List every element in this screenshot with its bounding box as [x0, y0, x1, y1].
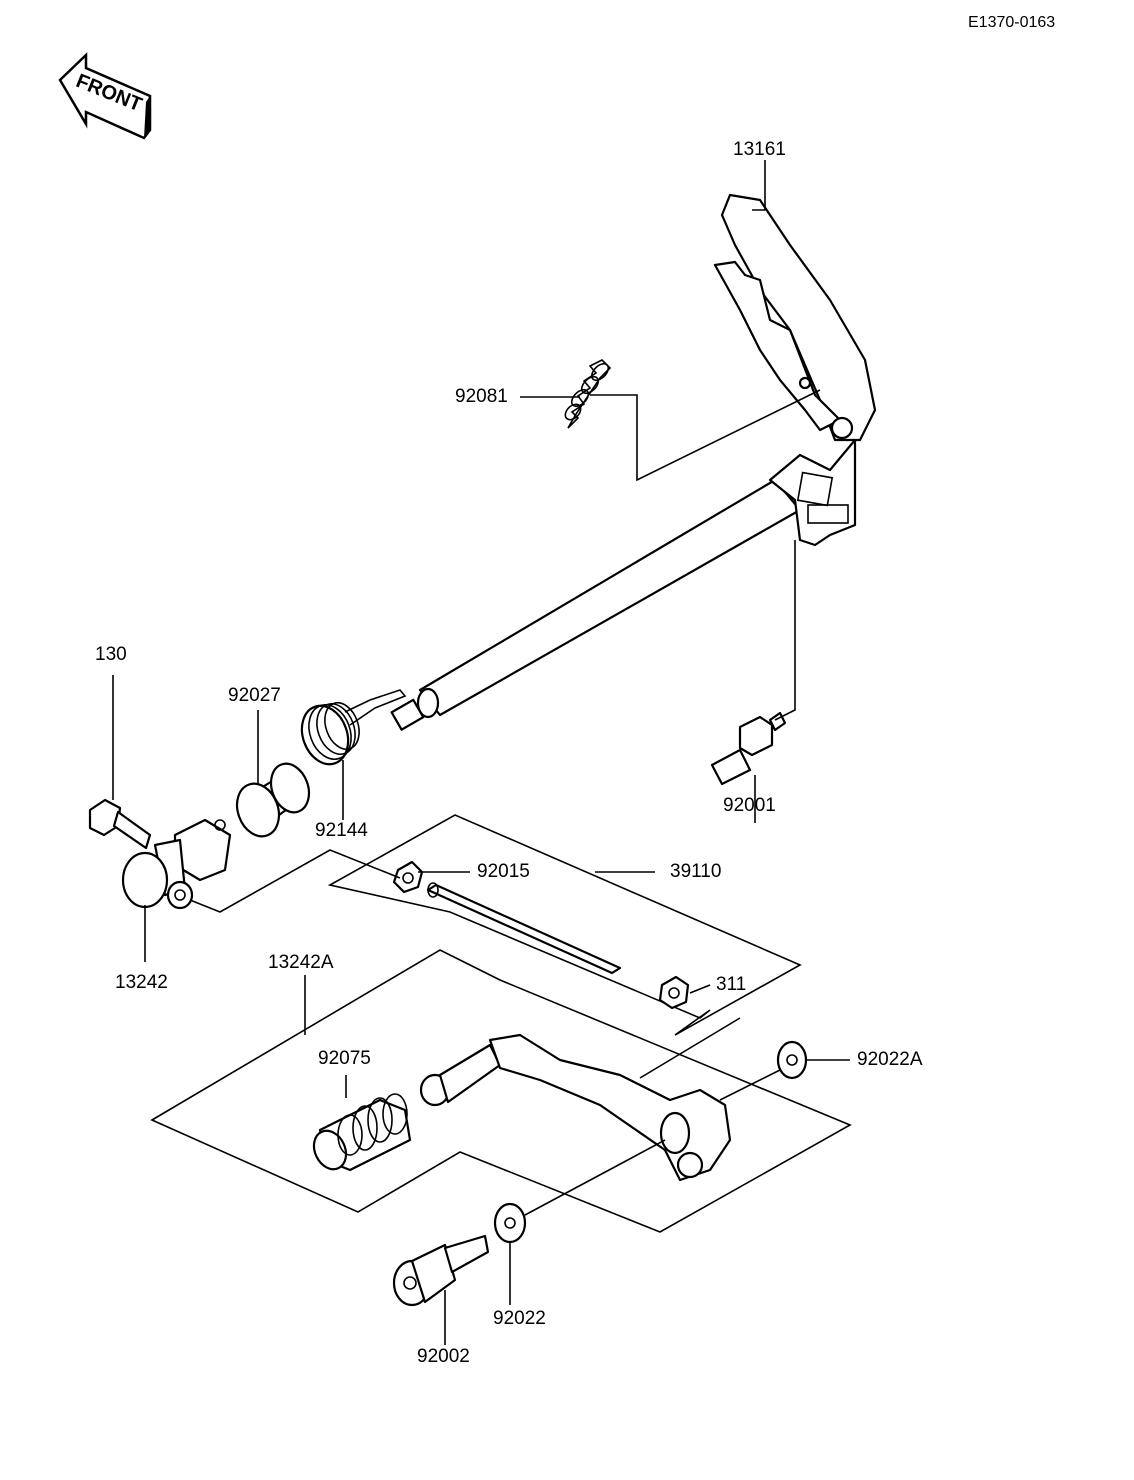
rubber-92075 — [312, 1093, 412, 1172]
pivot-bolt-92002 — [392, 1234, 490, 1307]
shift-pedal — [419, 1033, 732, 1182]
pedal-assembly-13242A — [150, 949, 852, 1233]
label-92022A: 92022A — [857, 1049, 923, 1070]
front-arrow-icon: FRONT — [58, 52, 152, 140]
label-92002: 92002 — [417, 1346, 470, 1367]
collar-92027 — [235, 762, 311, 838]
washer-92022 — [493, 1202, 527, 1244]
label-39110: 39110 — [670, 861, 722, 882]
shift-shaft-13161 — [390, 193, 877, 731]
bolt-130 — [88, 798, 152, 850]
return-spring-92144 — [300, 689, 407, 766]
label-13242A: 13242A — [268, 952, 334, 973]
label-311: 311 — [716, 974, 747, 995]
label-92075: 92075 — [318, 1048, 371, 1069]
label-13161: 13161 — [733, 139, 786, 160]
label-92144: 92144 — [315, 820, 368, 841]
return-spring-92081 — [564, 359, 612, 429]
label-13242: 13242 — [115, 972, 168, 993]
diagram-code: E1370-0163 — [968, 14, 1056, 31]
tie-rod-assembly-39110 — [327, 814, 802, 1036]
label-92015: 92015 — [477, 861, 530, 882]
leader-lines — [112, 160, 850, 1345]
label-92001: 92001 — [723, 795, 776, 816]
label-92081: 92081 — [455, 386, 508, 407]
label-130: 130 — [95, 644, 127, 665]
label-92022: 92022 — [493, 1308, 546, 1329]
bolt-92001 — [710, 711, 787, 786]
washer-92022A — [776, 1040, 808, 1080]
label-92027: 92027 — [228, 685, 281, 706]
